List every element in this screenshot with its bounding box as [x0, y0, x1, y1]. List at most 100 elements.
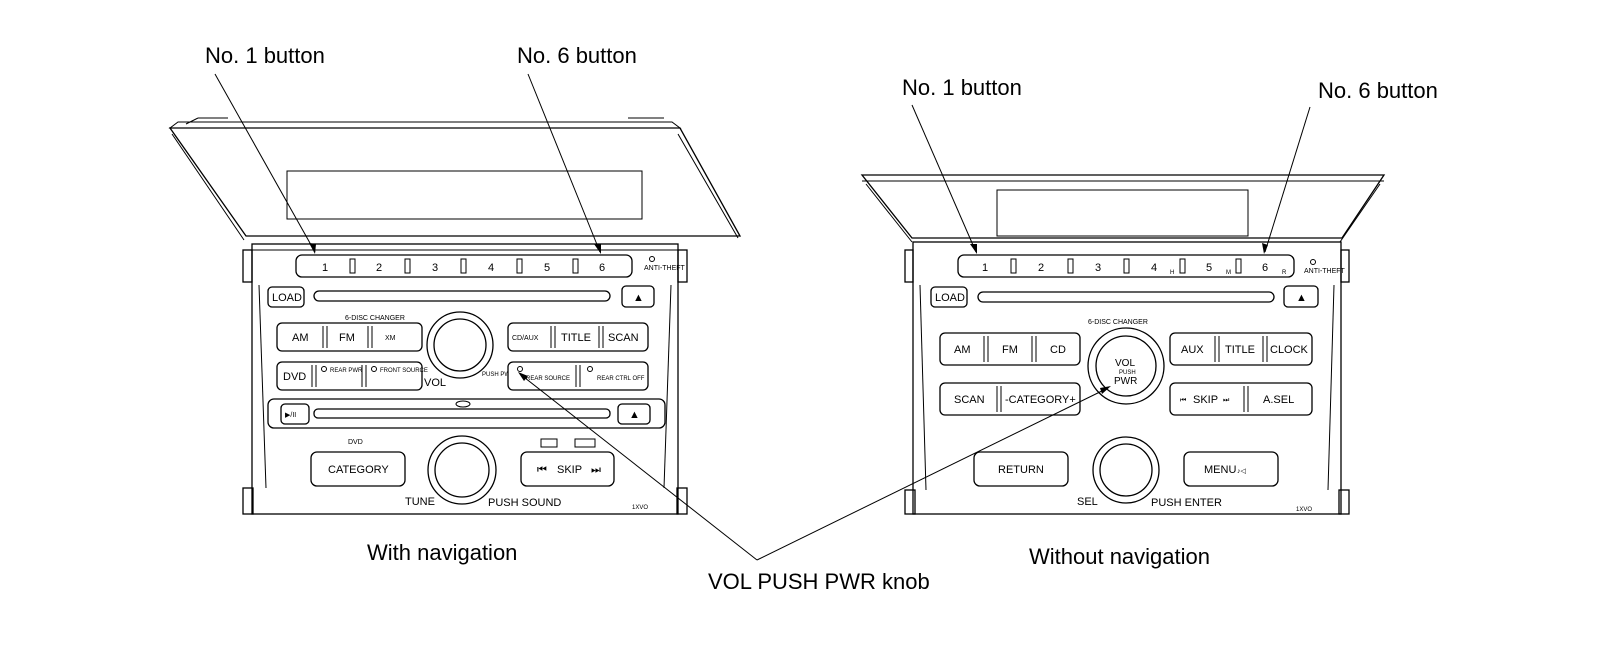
svg-text:CATEGORY: CATEGORY — [328, 464, 389, 476]
left-preset-3[interactable]: 3 — [432, 262, 438, 274]
svg-text:⏮: ⏮ — [1180, 397, 1186, 404]
left-xm-button[interactable]: XM — [385, 335, 396, 342]
left-front-source-button[interactable]: FRONT SOURCE — [380, 368, 428, 374]
right-aux-button[interactable]: AUX — [1181, 344, 1204, 356]
right-title-button[interactable]: TITLE — [1225, 344, 1255, 356]
right-caption: Without navigation — [1029, 544, 1210, 569]
left-dvd-slot — [313, 408, 611, 419]
right-sel-label: SEL — [1077, 496, 1098, 508]
right-cd-button[interactable]: CD — [1050, 344, 1066, 356]
right-preset-4[interactable]: 4 — [1151, 262, 1157, 274]
left-push-pwr-label: PUSH PWR — [482, 372, 515, 378]
left-cdaux-button[interactable]: CD/AUX — [512, 335, 539, 342]
svg-text:▲: ▲ — [629, 409, 640, 421]
left-tune-knob[interactable] — [434, 442, 490, 498]
right-row2-right-group — [1169, 382, 1313, 416]
svg-text:SKIP: SKIP — [1193, 394, 1218, 406]
left-scan-button[interactable]: SCAN — [608, 332, 639, 344]
svg-text:4: 4 — [1151, 262, 1157, 274]
left-rear-source-button[interactable]: REAR SOURCE — [526, 376, 570, 382]
svg-text:4: 4 — [488, 262, 494, 274]
left-rear-ctrl-off-button[interactable]: REAR CTRL OFF — [597, 376, 645, 382]
right-radio-unit: 1 2 3 4 H 5 M 6 R ANTI-THEFT LOAD ▲ 6-DI… — [860, 174, 1386, 515]
right-no6-callout: No. 6 button — [1318, 78, 1438, 103]
svg-text:M: M — [1226, 270, 1231, 276]
right-display-window — [996, 189, 1249, 237]
left-caption: With navigation — [367, 540, 517, 565]
left-row1-right-group — [507, 322, 649, 352]
right-am-button[interactable]: AM — [954, 344, 971, 356]
right-faceplate — [912, 241, 1342, 515]
svg-text:R: R — [1282, 270, 1287, 276]
svg-text:⏭: ⏭ — [1223, 397, 1230, 404]
svg-text:LOAD: LOAD — [935, 292, 965, 304]
right-return-button[interactable] — [973, 451, 1069, 487]
right-row1-right-group — [1169, 332, 1313, 366]
svg-text:PWR: PWR — [1114, 376, 1137, 387]
right-asel-button[interactable]: A.SEL — [1263, 394, 1294, 406]
right-vol-push-pwr-knob[interactable] — [1095, 335, 1157, 397]
left-row2-left-group — [276, 361, 423, 391]
left-skip-button[interactable] — [520, 451, 615, 487]
right-clock-button[interactable]: CLOCK — [1270, 344, 1309, 356]
right-push-enter-label: PUSH ENTER — [1151, 497, 1222, 509]
callouts: No. 1 button No. 6 button No. 1 button N… — [205, 43, 1438, 594]
right-eject-button[interactable] — [1283, 285, 1319, 308]
left-preset-4[interactable]: 4 — [488, 262, 494, 274]
right-category-button[interactable]: -CATEGORY+ — [1005, 394, 1076, 406]
left-dvd-button[interactable]: DVD — [283, 371, 306, 383]
left-preset-strip — [295, 254, 633, 278]
left-eject-button[interactable] — [621, 285, 655, 308]
right-menu-button[interactable] — [1183, 451, 1279, 487]
svg-text:6: 6 — [599, 262, 605, 274]
right-preset-5[interactable]: 5 — [1206, 262, 1212, 274]
svg-text:LOAD: LOAD — [272, 292, 302, 304]
svg-text:2: 2 — [376, 262, 382, 274]
left-anti-theft-label: ANTI-THEFT — [644, 265, 686, 272]
right-preset-strip — [957, 254, 1295, 278]
knob-callout: VOL PUSH PWR knob — [708, 569, 930, 594]
left-preset-6[interactable]: 6 — [599, 262, 605, 274]
left-model-label: 1XVO — [632, 505, 648, 511]
left-preset-1[interactable]: 1 — [322, 262, 328, 274]
right-fm-button[interactable]: FM — [1002, 344, 1018, 356]
right-load-button[interactable] — [930, 286, 968, 308]
svg-text:2: 2 — [1038, 262, 1044, 274]
left-no1-callout: No. 1 button — [205, 43, 325, 68]
right-skip-button[interactable]: ⏮ SKIP ⏭ — [1180, 394, 1230, 406]
right-sel-enter-knob[interactable] — [1099, 443, 1153, 497]
left-title-button[interactable]: TITLE — [561, 332, 591, 344]
right-row2-left-group — [939, 382, 1081, 416]
left-preset-2[interactable]: 2 — [376, 262, 382, 274]
left-vol-knob[interactable] — [433, 318, 487, 372]
svg-text:▲: ▲ — [1296, 292, 1307, 304]
right-preset-6[interactable]: 6 — [1262, 262, 1268, 274]
svg-text:1: 1 — [322, 262, 328, 274]
right-preset-2[interactable]: 2 — [1038, 262, 1044, 274]
svg-text:3: 3 — [1095, 262, 1101, 274]
right-no1-callout: No. 1 button — [902, 75, 1022, 100]
svg-text:VOL: VOL — [1115, 358, 1135, 369]
left-rear-pwr-button[interactable]: REAR PWR — [330, 368, 363, 374]
left-dvd-eject-button[interactable] — [617, 403, 651, 425]
svg-text:PUSH: PUSH — [1119, 370, 1136, 376]
svg-text:⏮: ⏮ — [537, 464, 547, 476]
left-category-button[interactable] — [310, 451, 406, 487]
svg-text:▲: ▲ — [633, 292, 644, 304]
left-tune-label: TUNE — [405, 496, 435, 508]
right-row1-left-group — [939, 332, 1081, 366]
left-row2-right-group — [507, 361, 649, 391]
left-preset-5[interactable]: 5 — [544, 262, 550, 274]
right-scan-button[interactable]: SCAN — [954, 394, 985, 406]
left-no6-callout: No. 6 button — [517, 43, 637, 68]
left-am-button[interactable]: AM — [292, 332, 309, 344]
left-fm-button[interactable]: FM — [339, 332, 355, 344]
right-disc-slot — [977, 291, 1275, 303]
left-play-pause-button[interactable] — [280, 403, 310, 425]
nav-screen — [286, 170, 643, 220]
right-preset-3[interactable]: 3 — [1095, 262, 1101, 274]
left-load-button[interactable] — [267, 286, 305, 308]
svg-text:MENU: MENU — [1204, 464, 1236, 476]
svg-text:SKIP: SKIP — [557, 464, 582, 476]
right-preset-1[interactable]: 1 — [982, 262, 988, 274]
